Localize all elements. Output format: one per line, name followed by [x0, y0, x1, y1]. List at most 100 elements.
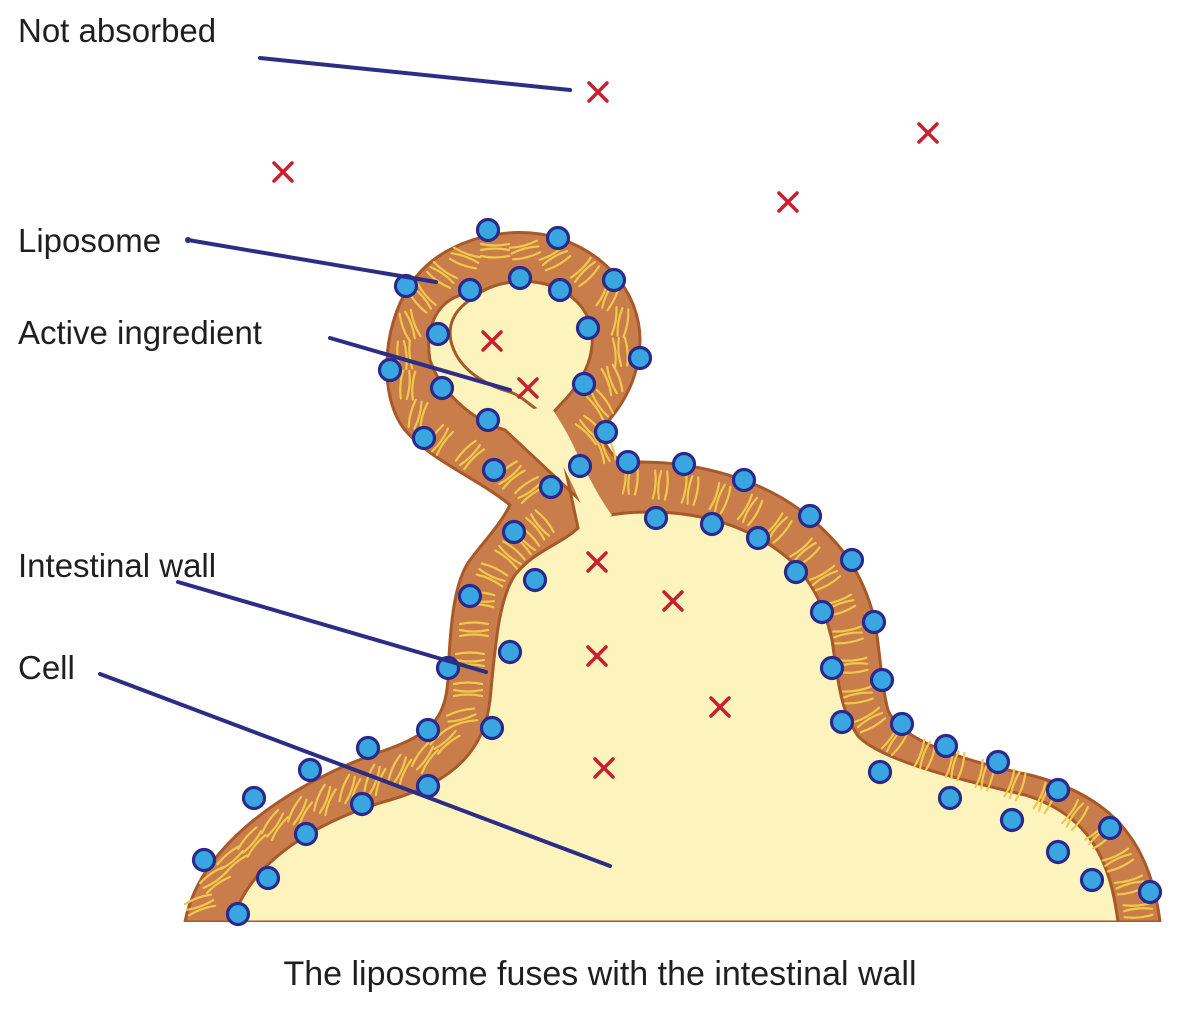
phospholipid-head-icon	[999, 807, 1025, 833]
leader-liposome	[186, 238, 438, 284]
lipid-tail	[452, 681, 484, 686]
phospholipid-head-icon	[571, 371, 597, 397]
x-mark-stroke	[517, 377, 539, 399]
lipid-tail	[772, 520, 793, 544]
phospholipid-head-icon	[507, 265, 533, 291]
label-liposome: Liposome	[18, 222, 162, 259]
phospholipid-head-icon	[538, 474, 564, 500]
lipid-tail	[429, 265, 455, 285]
phospholipid-head-icon	[547, 277, 573, 303]
lipid-tail	[387, 753, 402, 782]
lipid-tail	[261, 809, 280, 835]
phospholipid-head-icon	[457, 277, 483, 303]
lipid-tail	[445, 707, 476, 717]
lipid-tail	[793, 541, 817, 563]
lipid-tail	[448, 257, 478, 270]
lipid-tail	[399, 369, 405, 400]
lipid-tail	[237, 826, 258, 850]
lipid-tail	[498, 544, 522, 566]
lipid-tail	[541, 249, 569, 267]
lipid-tail	[413, 400, 423, 430]
lipid-tail	[1106, 858, 1135, 873]
lipid-tail	[832, 625, 862, 633]
lipid-tail	[318, 785, 332, 815]
leader-cell	[98, 672, 612, 868]
lipid-tail	[1003, 768, 1016, 798]
lipid-tail	[510, 245, 540, 255]
phospholipid-head-icon	[1097, 815, 1123, 841]
phospholipid-head-icon	[937, 785, 963, 811]
lipid-tail	[574, 261, 596, 283]
phospholipid-head-icon	[457, 583, 483, 609]
lipid-tail	[529, 513, 551, 537]
x-mark-icon	[662, 590, 684, 612]
lipid-tail	[494, 549, 518, 570]
phospholipid-head-icon	[191, 847, 217, 873]
x-mark-icon	[586, 645, 608, 667]
phospholipid-head-icon	[475, 407, 501, 433]
leader-intestinal-wall	[176, 580, 488, 674]
phospholipid-head-icon	[1045, 839, 1071, 865]
lipid-tail	[595, 389, 614, 415]
phospholipid-head-icon	[745, 525, 771, 551]
lipid-tail	[447, 713, 477, 723]
lipid-tail	[452, 688, 484, 693]
lipid-tail	[480, 562, 509, 577]
phospholipid-head-icon	[671, 451, 697, 477]
lipid-tail	[974, 758, 984, 789]
phospholipid-head-icon	[889, 711, 915, 737]
phospholipid-head-icon	[839, 547, 865, 573]
lipid-tail	[913, 738, 926, 768]
lipid-tail	[393, 756, 407, 784]
lipid-tail	[411, 742, 430, 768]
lipid-tail	[458, 628, 490, 633]
lipid-tail	[1065, 802, 1085, 828]
lipid-tail	[741, 496, 759, 524]
lipid-tail	[611, 363, 624, 393]
phospholipid-head-icon	[349, 791, 375, 817]
lipid-tail	[183, 893, 213, 906]
lipid-tail	[714, 483, 726, 513]
phospholipid-head-icon	[411, 425, 437, 451]
phospholipid-head-icon	[1079, 867, 1105, 893]
phospholipid-head-icon	[522, 567, 548, 593]
lipid-tail	[220, 849, 244, 871]
lipid-tail	[363, 763, 376, 793]
lipid-tail	[610, 306, 618, 336]
cell-interior	[230, 289, 1120, 922]
phospholipid-head-icon	[479, 715, 505, 741]
lipid-tail	[338, 773, 351, 803]
lipid-tail	[680, 474, 688, 504]
lipid-tail	[205, 875, 231, 894]
lipid-tail	[454, 658, 486, 663]
lipid-tail	[622, 308, 630, 338]
label-active-ingredient: Active ingredient	[18, 314, 262, 351]
lipid-tail	[374, 767, 387, 797]
lipid-tail	[498, 464, 522, 486]
lipid-tail	[454, 651, 486, 656]
leader-lines	[98, 56, 612, 868]
lipid-tail	[402, 340, 408, 370]
x-mark-stroke	[272, 161, 294, 183]
active-ingredient-markers	[272, 81, 939, 779]
x-mark-stroke	[586, 645, 608, 667]
lipid-tail	[454, 439, 477, 462]
phospholipid-head-icon	[819, 655, 845, 681]
lipid-tail	[344, 775, 356, 805]
lipid-tail	[292, 798, 308, 826]
lipid-tail	[407, 398, 417, 429]
phospholipid-head-icon	[425, 321, 451, 347]
x-mark-icon	[481, 330, 503, 352]
lipid-tail	[844, 697, 874, 705]
lipid-tail	[719, 485, 732, 515]
lipid-tail	[956, 751, 966, 782]
lipid-tail	[853, 706, 881, 723]
phospholipid-head-icon	[293, 821, 319, 847]
lipid-tail	[617, 337, 623, 367]
phospholipid-head-icon	[1045, 777, 1071, 803]
leader-not-absorbed	[258, 56, 572, 92]
lipid-tail	[663, 470, 669, 501]
lipid-tail	[919, 740, 931, 770]
x-mark-stroke	[917, 122, 939, 144]
